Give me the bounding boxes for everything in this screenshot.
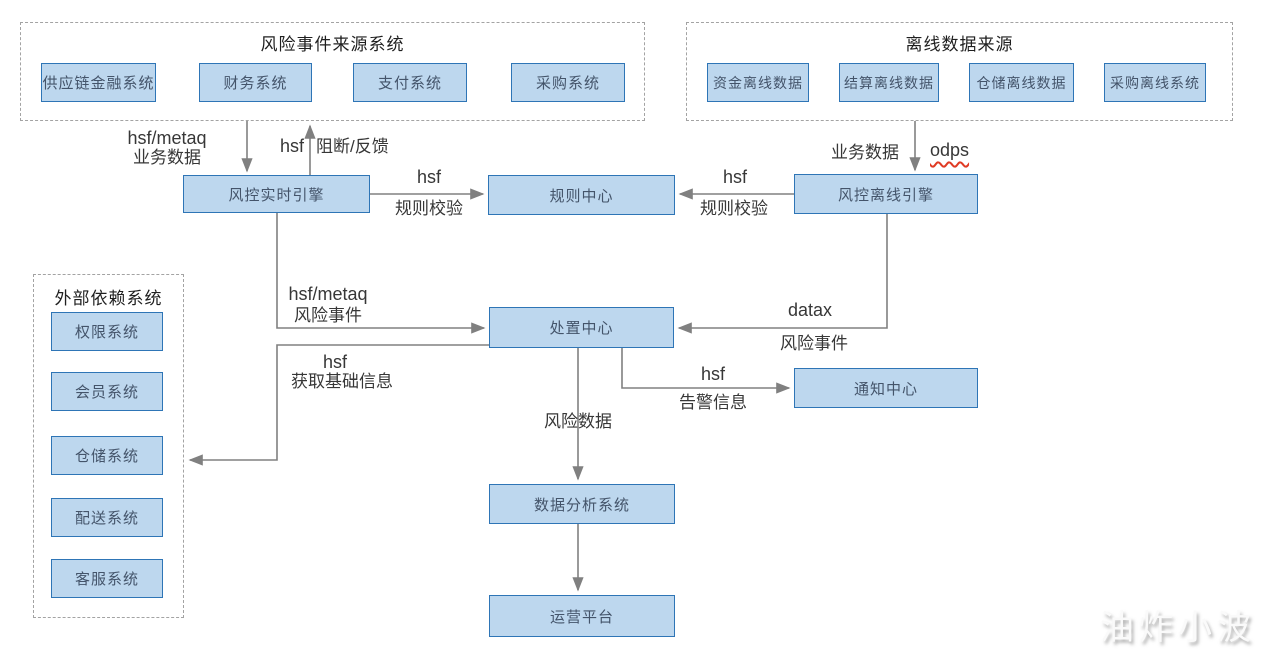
node-procurement-system: 采购系统 [511, 63, 625, 102]
node-permission-system: 权限系统 [51, 312, 163, 351]
node-data-analysis-system: 数据分析系统 [489, 484, 675, 524]
edge-text-rule-check-left: 规则校验 [395, 199, 463, 218]
node-supply-chain-finance-system: 供应链金融系统 [41, 63, 156, 102]
edge-tech-disposal-to-external-hsf: hsf [322, 352, 347, 372]
node-payment-system: 支付系统 [353, 63, 467, 102]
edge-tech-hsf-metaq-2: hsf/metaq [288, 284, 368, 304]
node-procurement-offline-system: 采购离线系统 [1104, 63, 1206, 102]
group-offline-data-sources: 离线数据来源 资金离线数据 结算离线数据 仓储离线数据 采购离线系统 [686, 22, 1233, 121]
node-warehouse-system: 仓储系统 [51, 436, 163, 475]
node-warehouse-offline-data: 仓储离线数据 [969, 63, 1074, 102]
edge-text-rule-check-right: 规则校验 [700, 199, 768, 218]
edge-tech-offline-to-rule-hsf: hsf [722, 167, 747, 187]
group-title-risk-event-sources: 风险事件来源系统 [260, 35, 405, 54]
edge-tech-disposal-to-notify-hsf: hsf [700, 364, 725, 384]
group-title-offline-data-sources: 离线数据来源 [905, 35, 1014, 54]
edge-text-alert-info: 告警信息 [679, 393, 747, 412]
edge-tech-realtime-to-rule-hsf: hsf [416, 167, 441, 187]
node-offline-risk-engine: 风控离线引擎 [794, 174, 978, 214]
group-risk-event-sources: 风险事件来源系统 供应链金融系统 财务系统 支付系统 采购系统 [20, 22, 645, 121]
node-realtime-risk-engine: 风控实时引擎 [183, 175, 370, 213]
node-customer-service-system: 客服系统 [51, 559, 163, 598]
group-title-external-dependency-systems: 外部依赖系统 [54, 289, 163, 308]
edge-text-risk-data: 风险数据 [544, 412, 612, 431]
node-finance-system: 财务系统 [199, 63, 312, 102]
node-member-system: 会员系统 [51, 372, 163, 411]
node-operation-platform: 运营平台 [489, 595, 675, 637]
watermark-text: 油炸小波 [1100, 609, 1256, 647]
node-settlement-offline-data: 结算离线数据 [839, 63, 939, 102]
group-external-dependency-systems: 外部依赖系统 权限系统 会员系统 仓储系统 配送系统 客服系统 [33, 274, 184, 618]
edge-label-to-realtime-engine: hsf/metaq 业务数据 [103, 128, 231, 168]
edge-text-get-basic-info: 获取基础信息 [291, 372, 393, 391]
edge-label-realtime-to-disposal: hsf/metaq 风险事件 [282, 284, 374, 326]
node-disposal-center: 处置中心 [489, 307, 674, 348]
edge-tech-hsf-metaq: hsf/metaq [127, 128, 207, 148]
edge-text-block-feedback: 阻断/反馈 [316, 137, 389, 156]
edge-tech-odps: odps [930, 140, 970, 160]
edge-text-business-data: 业务数据 [133, 148, 201, 167]
node-rule-center: 规则中心 [488, 175, 675, 215]
node-funds-offline-data: 资金离线数据 [707, 63, 809, 102]
edge-tech-datax: datax [787, 300, 833, 320]
edge-text-risk-event-right: 风险事件 [780, 334, 848, 353]
node-notification-center: 通知中心 [794, 368, 978, 408]
edge-text-business-data-right: 业务数据 [831, 143, 899, 162]
edge-tech-block-feedback-hsf: hsf [279, 136, 304, 156]
edge-text-risk-event-left: 风险事件 [294, 306, 362, 325]
node-delivery-system: 配送系统 [51, 498, 163, 537]
